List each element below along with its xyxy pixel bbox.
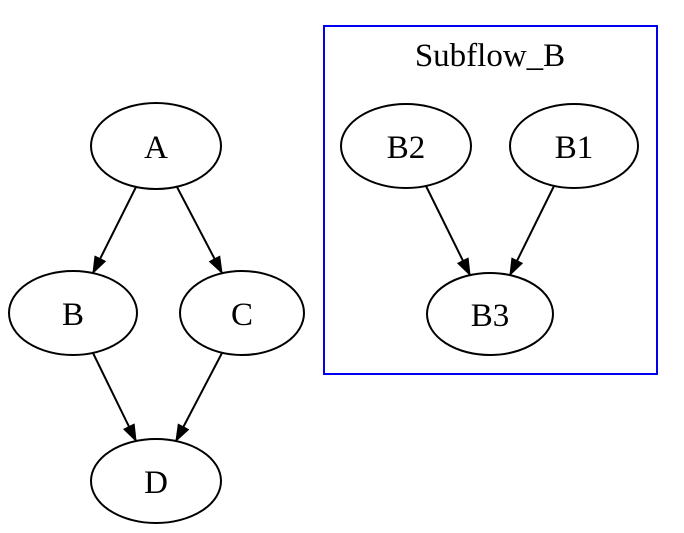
- cluster-label: Subflow_B: [415, 38, 565, 74]
- node-b3: B3: [426, 272, 554, 356]
- node-b: B: [8, 270, 138, 356]
- node-a-label: A: [144, 130, 168, 166]
- edges-main: [92, 186, 223, 443]
- node-b1-ellipse: [509, 103, 639, 189]
- node-d: D: [90, 438, 222, 524]
- node-c: C: [179, 270, 305, 356]
- node-b2-label: B2: [387, 130, 426, 166]
- node-a-ellipse: [90, 102, 222, 190]
- edge-b-d: [92, 352, 137, 443]
- node-b-label: B: [62, 297, 84, 333]
- edge-b1-b3: [509, 185, 555, 277]
- node-b2: B2: [340, 103, 472, 189]
- cluster-border: [323, 25, 658, 375]
- node-b1: B1: [509, 103, 639, 189]
- edge-c-d: [175, 352, 223, 443]
- node-d-ellipse: [90, 438, 222, 524]
- node-b-ellipse: [8, 270, 138, 356]
- node-c-ellipse: [179, 270, 305, 356]
- edges-subflow: [425, 185, 555, 277]
- node-b3-ellipse: [426, 272, 554, 356]
- edge-b2-b3: [425, 185, 471, 277]
- node-d-label: D: [144, 465, 168, 501]
- cluster-subflow-b: Subflow_B: [323, 25, 658, 375]
- node-b1-label: B1: [555, 130, 594, 166]
- node-b2-ellipse: [340, 103, 472, 189]
- node-c-label: C: [231, 297, 253, 333]
- edge-a-c: [176, 186, 223, 275]
- node-b3-label: B3: [471, 298, 510, 334]
- edge-a-b: [92, 186, 137, 275]
- node-a: A: [90, 102, 222, 190]
